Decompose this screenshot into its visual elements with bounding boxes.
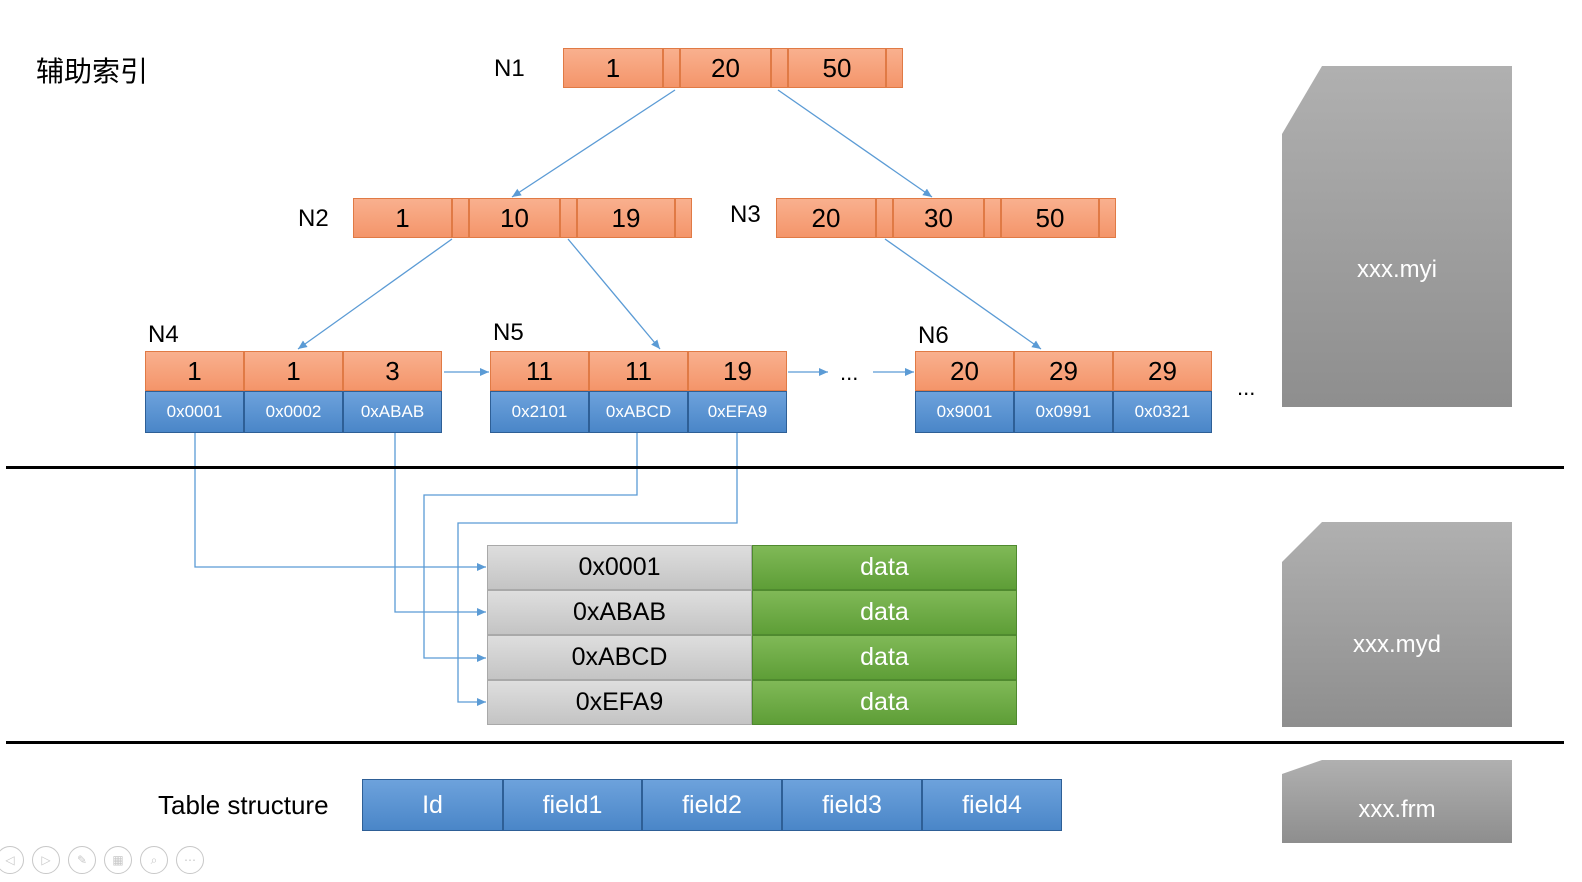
pointer-slot: [886, 48, 903, 88]
file-name: xxx.myd: [1352, 631, 1441, 658]
leaf-pointer: 0xABCD: [589, 391, 688, 433]
zoom-icon[interactable]: ⌕: [140, 846, 168, 874]
leaf-node-n5: 11 11 19 0x2101 0xABCD 0xEFA9: [490, 351, 787, 433]
leaf-key: 1: [244, 351, 343, 391]
key-cell: 19: [577, 198, 675, 238]
leaf-key: 11: [589, 351, 688, 391]
edge-n1-n3: [777, 89, 933, 198]
next-slide-icon[interactable]: ▷: [32, 846, 60, 874]
data-value: data: [752, 680, 1017, 725]
key-cell: 20: [680, 48, 771, 88]
table-field: field2: [642, 779, 782, 831]
leaf-key: 29: [1113, 351, 1212, 391]
table-field: field3: [782, 779, 922, 831]
section-divider: [6, 741, 1564, 744]
leaf-ellipsis-end: ...: [1237, 375, 1256, 400]
section-divider: [6, 466, 1564, 469]
leaf-node-n4: 1 1 3 0x0001 0x0002 0xABAB: [145, 351, 442, 433]
leaf-pointer: 0x0321: [1113, 391, 1212, 433]
key-cell: 20: [776, 198, 876, 238]
data-row: 0xEFA9 data: [487, 680, 1017, 725]
file-name: xxx.myi: [1357, 256, 1437, 283]
table-structure-label: Table structure: [158, 790, 329, 820]
ptr-0x0001: [194, 433, 486, 571]
more-options-icon[interactable]: ⋯: [176, 846, 204, 874]
pointer-slot: [984, 198, 1001, 238]
pointer-slot: [663, 48, 680, 88]
edge-n2-n4: [297, 238, 453, 350]
file-icon-frm: xxx.frm: [1282, 760, 1512, 843]
leaf-key: 11: [490, 351, 589, 391]
leaf-key: 29: [1014, 351, 1113, 391]
data-address: 0xABCD: [487, 635, 752, 680]
pointer-slot: [1099, 198, 1116, 238]
pointer-slot: [560, 198, 577, 238]
file-icon-myi: xxx.myi: [1282, 66, 1512, 407]
data-row: 0xABAB data: [487, 590, 1017, 635]
node-n2: 1 10 19: [353, 198, 692, 238]
node-label-n3: N3: [730, 201, 761, 228]
leaf-pointer: 0xEFA9: [688, 391, 787, 433]
table-field: field4: [922, 779, 1062, 831]
data-value: data: [752, 545, 1017, 590]
table-structure-row: Id field1 field2 field3 field4: [362, 779, 1062, 831]
key-cell: 1: [353, 198, 452, 238]
leaf-key: 20: [915, 351, 1014, 391]
pointer-slot: [771, 48, 788, 88]
key-cell: 1: [563, 48, 663, 88]
data-address: 0xABAB: [487, 590, 752, 635]
leaf-key: 3: [343, 351, 442, 391]
leaf-node-n6: 20 29 29 0x9001 0x0991 0x0321: [915, 351, 1212, 433]
ptr-0xEFA9: [457, 433, 738, 706]
leaf-pointer: 0x0002: [244, 391, 343, 433]
pointer-slot: [675, 198, 692, 238]
file-icon-myd: xxx.myd: [1282, 522, 1512, 727]
leaf-ellipsis: ...: [840, 360, 859, 385]
node-n1: 1 20 50: [563, 48, 903, 88]
table-field: Id: [362, 779, 503, 831]
leaf-pointer: 0x0001: [145, 391, 244, 433]
node-label-n2: N2: [298, 205, 329, 232]
pointer-slot: [876, 198, 893, 238]
ptr-0xABAB: [394, 433, 486, 616]
slide-toolbar: ◁ ▷ ✎ ▦ ⌕ ⋯: [0, 846, 204, 874]
key-cell: 10: [469, 198, 560, 238]
node-label-n6: N6: [918, 322, 949, 349]
ptr-0xABCD: [423, 433, 638, 662]
pointer-slot: [452, 198, 469, 238]
node-label-n4: N4: [148, 321, 179, 348]
pen-icon[interactable]: ✎: [68, 846, 96, 874]
data-address: 0x0001: [487, 545, 752, 590]
leaf-pointer: 0x0991: [1014, 391, 1113, 433]
file-name: xxx.frm: [1358, 796, 1436, 823]
edge-n2-n5: [567, 238, 661, 350]
slides-grid-icon[interactable]: ▦: [104, 846, 132, 874]
data-value: data: [752, 635, 1017, 680]
node-label-n1: N1: [494, 55, 525, 82]
diagram-title: 辅助索引: [36, 55, 149, 88]
edge-n3-n6: [884, 238, 1042, 350]
edge-n1-n2: [511, 89, 676, 198]
key-cell: 50: [788, 48, 886, 88]
key-cell: 50: [1001, 198, 1099, 238]
data-value: data: [752, 590, 1017, 635]
leaf-pointer: 0xABAB: [343, 391, 442, 433]
leaf-pointer: 0x2101: [490, 391, 589, 433]
leaf-key: 1: [145, 351, 244, 391]
key-cell: 30: [893, 198, 984, 238]
leaf-pointer: 0x9001: [915, 391, 1014, 433]
node-n3: 20 30 50: [776, 198, 1116, 238]
previous-slide-icon[interactable]: ◁: [0, 846, 24, 874]
leaf-key: 19: [688, 351, 787, 391]
node-label-n5: N5: [493, 319, 524, 346]
data-row: 0xABCD data: [487, 635, 1017, 680]
data-row: 0x0001 data: [487, 545, 1017, 590]
data-address: 0xEFA9: [487, 680, 752, 725]
table-field: field1: [503, 779, 642, 831]
